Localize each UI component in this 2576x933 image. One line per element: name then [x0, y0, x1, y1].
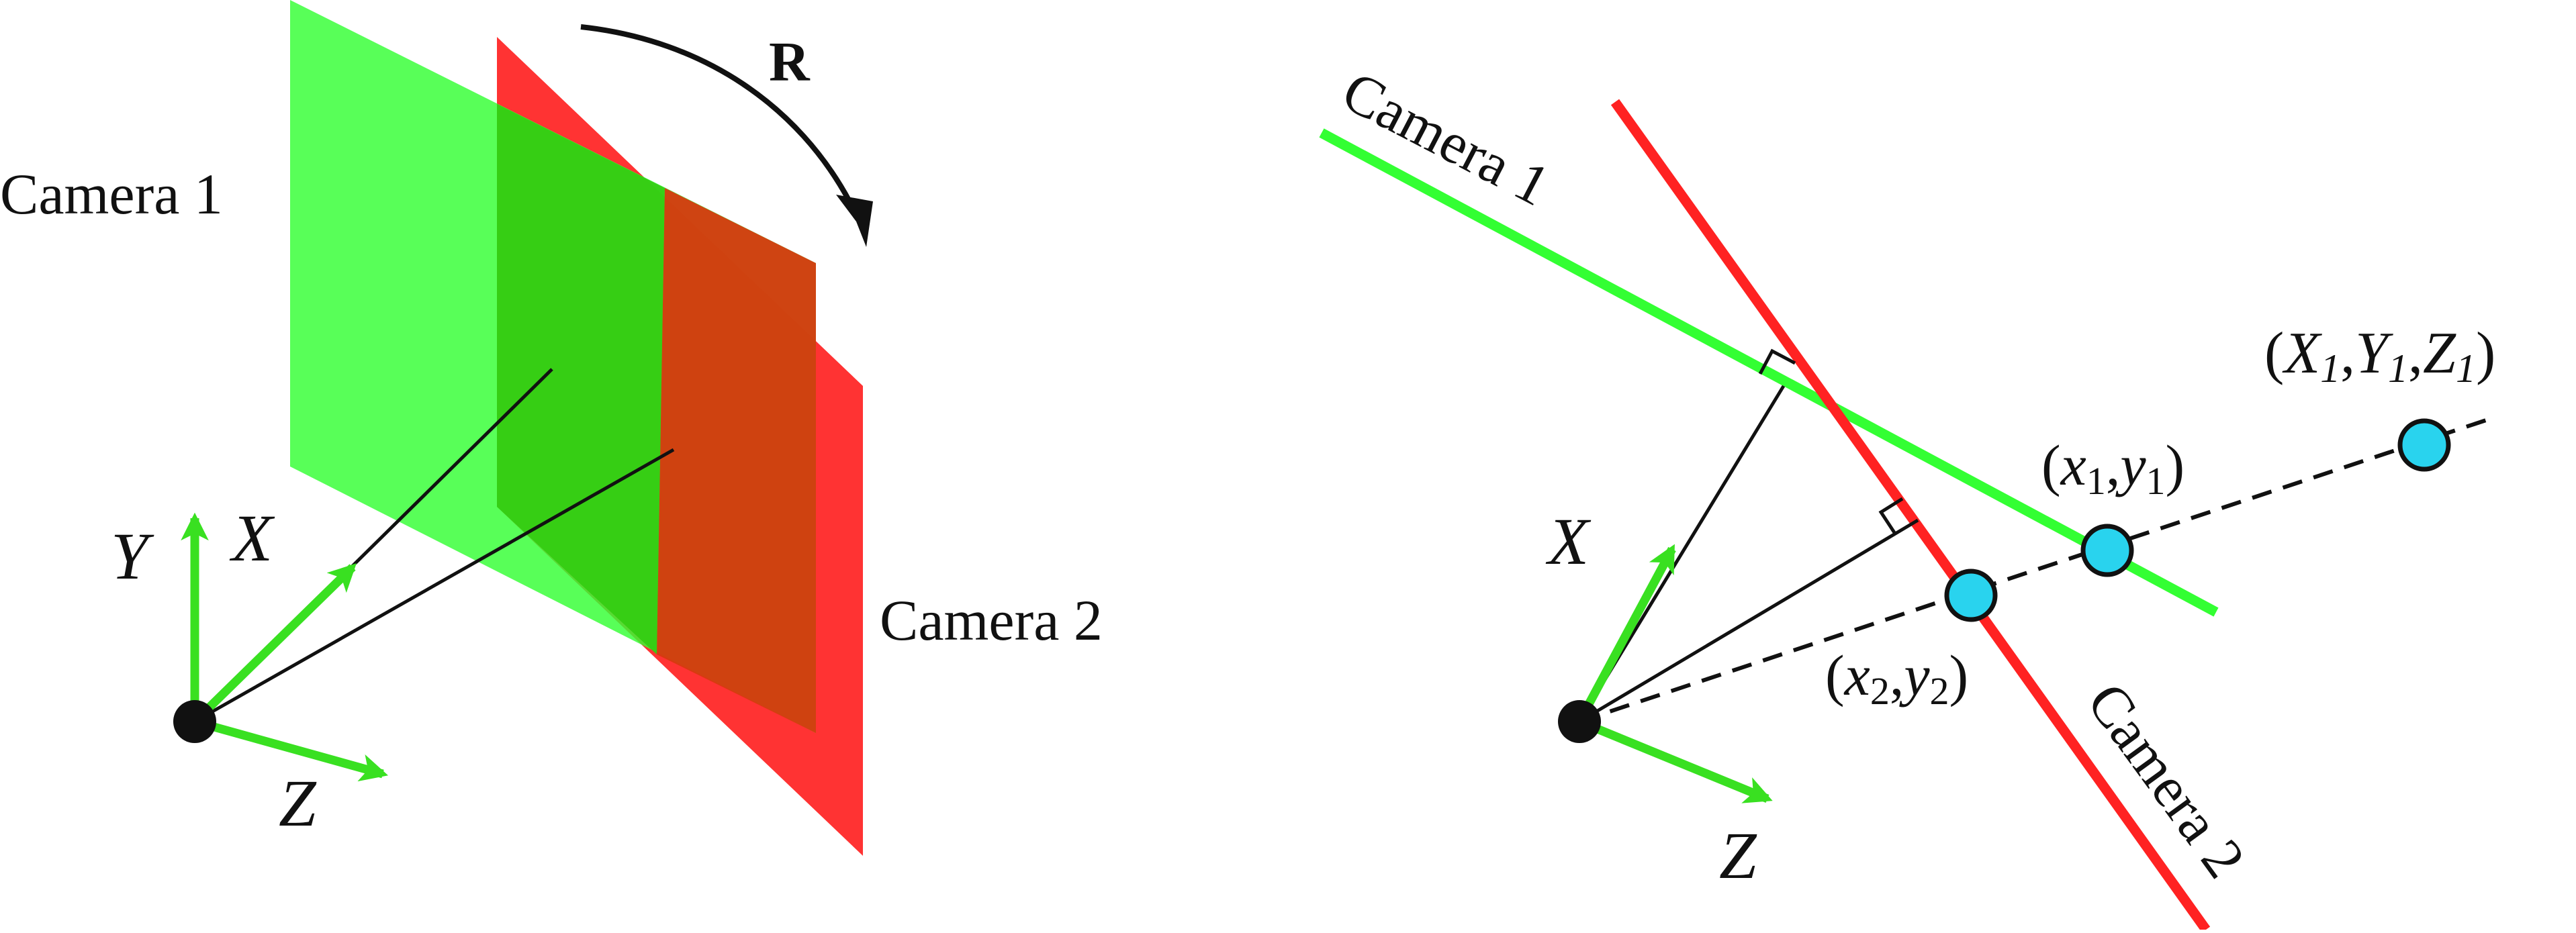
- camera1-image-line: [1319, 128, 2219, 617]
- label-world-point: (X1,Y1,Z1): [2264, 321, 2495, 391]
- rotation-arc: [580, 24, 852, 203]
- point-world-X1-Y1-Z1: [2397, 418, 2451, 472]
- axis-z-label: Z: [279, 766, 317, 840]
- z-axis-arrow-right: [1577, 717, 1773, 803]
- label-x1-y1: (x1,y1): [2041, 433, 2184, 503]
- ray-to-camera2: [193, 448, 675, 724]
- right-angle-marker-1: [1758, 348, 1796, 375]
- left-panel: R Camera 1 Camera 2 Y X Z: [0, 0, 1103, 856]
- z-axis-arrow: [193, 717, 389, 782]
- camera-center: [173, 700, 216, 743]
- x-axis-arrow: [191, 563, 357, 725]
- plane-overlap-region: [497, 104, 665, 654]
- camera-center-right: [1558, 700, 1601, 743]
- label-x2-y2: (x2,y2): [1825, 643, 1968, 713]
- x-axis-arrow-right: [1575, 544, 1676, 724]
- axis-z-label-right: Z: [1719, 818, 1757, 893]
- plane-overlap-region-right: [657, 188, 816, 733]
- camera1-label: Camera 1: [0, 162, 223, 226]
- rotation-arrow-head-icon: [836, 195, 873, 247]
- point-x1-y1: [2080, 524, 2134, 577]
- camera2-label: Camera 2: [880, 588, 1103, 652]
- right-angle-marker-2: [1878, 497, 1904, 535]
- axis-x-label-right: X: [1545, 504, 1592, 579]
- camera2-image-line: [1610, 99, 2211, 933]
- point-x2-y2: [1944, 569, 1998, 622]
- axis-y-label: Y: [111, 519, 154, 593]
- rotation-label: R: [769, 31, 811, 93]
- projection-ray: [1579, 418, 2489, 724]
- principal-axis-camera2: [1578, 518, 1919, 724]
- right-panel: Camera 1 Camera 2 X Z (x1,y1) (x2,y2) (X…: [1319, 58, 2495, 933]
- axis-x-label: X: [229, 501, 275, 575]
